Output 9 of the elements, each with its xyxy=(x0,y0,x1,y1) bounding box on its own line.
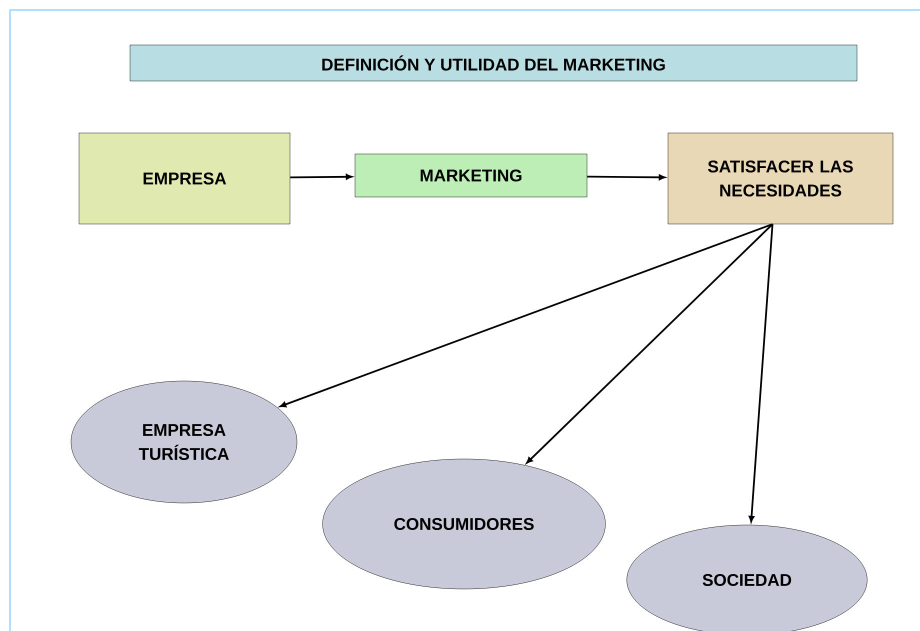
arrow xyxy=(748,224,774,522)
process-box: SATISFACER LAS NECESIDADES xyxy=(668,132,894,224)
arrow xyxy=(587,174,666,180)
process-box: EMPRESA xyxy=(78,132,290,224)
arrow xyxy=(290,174,352,180)
arrow xyxy=(280,223,773,408)
process-box: MARKETING xyxy=(354,154,588,198)
title-banner: DEFINICIÓN Y UTILIDAD DEL MARKETING xyxy=(130,44,858,82)
arrow xyxy=(526,224,774,464)
